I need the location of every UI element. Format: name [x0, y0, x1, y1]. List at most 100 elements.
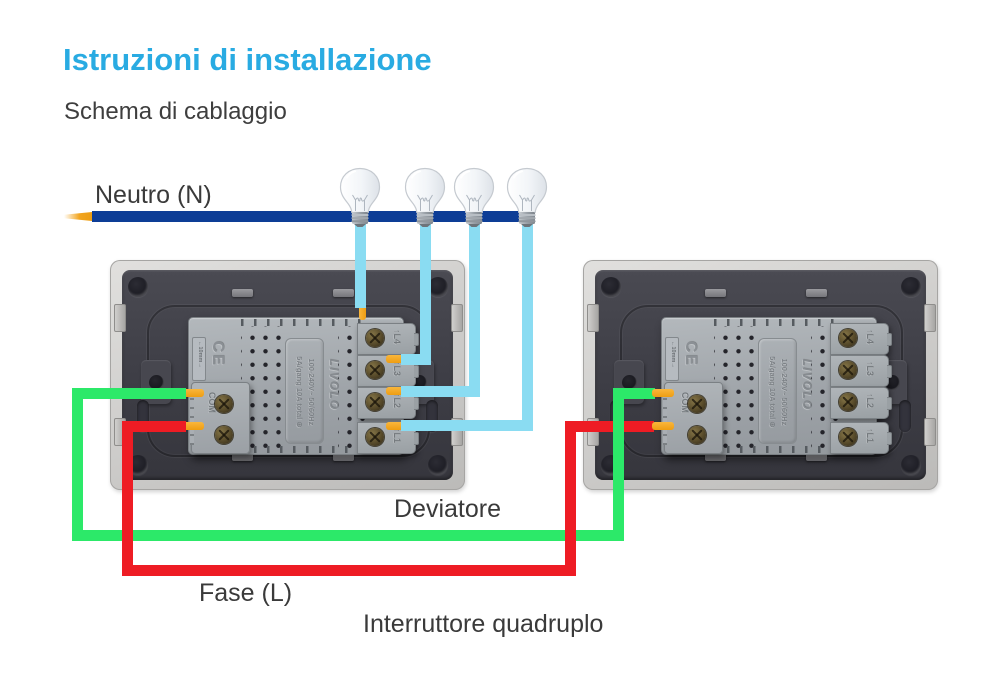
phase-in-terminal-screw — [215, 426, 233, 444]
fixing-clip — [705, 289, 726, 297]
rating-line-1: 100-240V~ 50/60Hz — [780, 358, 789, 426]
lamp-wire-2 — [420, 218, 431, 365]
phase-wire-red — [122, 421, 133, 576]
terminal-label: ↑L1 — [865, 428, 875, 444]
terminal-l2: ↑L2 — [830, 387, 892, 419]
lamp-wire-1 — [355, 218, 366, 308]
terminal-label: ↑L4 — [392, 329, 402, 345]
terminal-screw — [839, 428, 857, 446]
strip-gauge-label: ←10mm→ — [670, 341, 676, 368]
phase-wire-label: Fase (L) — [199, 579, 293, 607]
fixing-clip — [232, 453, 253, 461]
vent-slots — [241, 446, 367, 453]
terminal-label: ↑L3 — [865, 361, 875, 377]
terminal-l1: ↑L1 — [830, 422, 892, 454]
wire-tip — [183, 422, 204, 430]
rating-line-2: 5A/gang 10A total ⊛ — [295, 356, 304, 428]
switch-module: ←10mm→ CE 100-240V~ 50/60Hz 5A/gang 10A … — [188, 317, 419, 455]
lamp-wire-3 — [469, 218, 480, 397]
wire-tip — [652, 389, 674, 397]
rating-line-1: 100-240V~ 50/60Hz — [307, 358, 316, 426]
ce-mark: CE — [682, 341, 699, 368]
terminal-screw — [366, 361, 384, 379]
strip-gauge: ←10mm→ — [192, 337, 206, 381]
mount-hole — [622, 375, 637, 390]
vent-slots — [714, 319, 840, 326]
corner-hole — [128, 277, 148, 297]
corner-hole — [128, 455, 148, 475]
terminal-screw — [366, 428, 384, 446]
fixing-clip — [333, 453, 354, 461]
bezel-clip — [924, 418, 936, 446]
mount-hole — [149, 375, 164, 390]
bezel-clip — [587, 304, 599, 332]
lamp-wire-2 — [401, 354, 431, 365]
light-bulb-icon — [506, 167, 548, 227]
fixing-clip — [806, 289, 827, 297]
vent-slots — [241, 319, 367, 326]
light-bulb-icon — [404, 167, 446, 227]
wire-tip — [386, 387, 406, 395]
switch-right: ←10mm→ CE 100-240V~ 50/60Hz 5A/gang 10A … — [583, 260, 938, 490]
terminal-label: ↑L2 — [865, 393, 875, 409]
deviator-wire-label: Deviatore — [394, 495, 501, 523]
vent-slots — [714, 446, 840, 453]
com-terminal-screw — [215, 395, 233, 413]
wire-tip — [183, 389, 204, 397]
bezel-clip — [451, 304, 463, 332]
phase-wire-red — [565, 421, 576, 576]
neutral-wire-tip — [64, 212, 92, 221]
brand-logo: LIVOLO — [327, 359, 339, 411]
rating-plate: 100-240V~ 50/60Hz 5A/gang 10A total ⊛ — [758, 338, 797, 444]
terminal-l4: ↑L4 — [357, 323, 419, 355]
wire-tip — [386, 422, 406, 430]
wire-tip — [652, 422, 674, 430]
rating-text: 100-240V~ 50/60Hz 5A/gang 10A total ⊛ — [766, 346, 790, 438]
deviator-wire-green — [613, 388, 655, 399]
lamp-wire-4 — [401, 420, 533, 431]
page-title: Istruzioni di installazione — [63, 42, 432, 77]
fixing-clip — [705, 453, 726, 461]
com-terminal-screw — [688, 395, 706, 413]
product-caption: Interruttore quadruplo — [363, 610, 604, 638]
deviator-wire-green — [72, 530, 624, 541]
strip-gauge-label: ←10mm→ — [197, 341, 203, 368]
terminal-screw — [839, 329, 857, 347]
ce-mark: CE — [209, 341, 226, 368]
mounting-panel: ←10mm→ CE 100-240V~ 50/60Hz 5A/gang 10A … — [595, 270, 926, 480]
corner-hole — [428, 277, 448, 297]
lamp-wire-3 — [401, 386, 480, 397]
rating-text: 100-240V~ 50/60Hz 5A/gang 10A total ⊛ — [293, 346, 317, 438]
fixing-clip — [333, 289, 354, 297]
phase-in-terminal-screw — [688, 426, 706, 444]
terminal-screw — [839, 361, 857, 379]
terminal-screw — [839, 393, 857, 411]
bezel-clip — [924, 304, 936, 332]
fixing-clip — [232, 289, 253, 297]
fixing-clip — [806, 453, 827, 461]
corner-hole — [428, 455, 448, 475]
page-subtitle: Schema di cablaggio — [64, 98, 287, 125]
phase-wire-red — [565, 421, 654, 432]
rating-line-2: 5A/gang 10A total ⊛ — [768, 356, 777, 428]
terminal-label: ↑L4 — [865, 329, 875, 345]
neutral-wire-label: Neutro (N) — [95, 181, 212, 209]
rating-plate: 100-240V~ 50/60Hz 5A/gang 10A total ⊛ — [285, 338, 324, 444]
deviator-wire-green — [72, 388, 186, 399]
light-bulb-icon — [453, 167, 495, 227]
corner-hole — [901, 277, 921, 297]
mounting-panel: ←10mm→ CE 100-240V~ 50/60Hz 5A/gang 10A … — [122, 270, 453, 480]
wire-tip — [386, 355, 406, 363]
terminal-screw — [366, 393, 384, 411]
lamp-wire-4 — [522, 218, 533, 431]
phase-wire-red — [122, 421, 186, 432]
neutral-wire — [92, 211, 530, 222]
corner-hole — [601, 277, 621, 297]
corner-hole — [901, 455, 921, 475]
deviator-wire-green — [613, 388, 624, 541]
terminal-screw — [366, 329, 384, 347]
terminal-l3: ↑L3 — [830, 355, 892, 387]
brand-logo: LIVOLO — [800, 359, 812, 411]
phase-wire-red — [122, 565, 576, 576]
